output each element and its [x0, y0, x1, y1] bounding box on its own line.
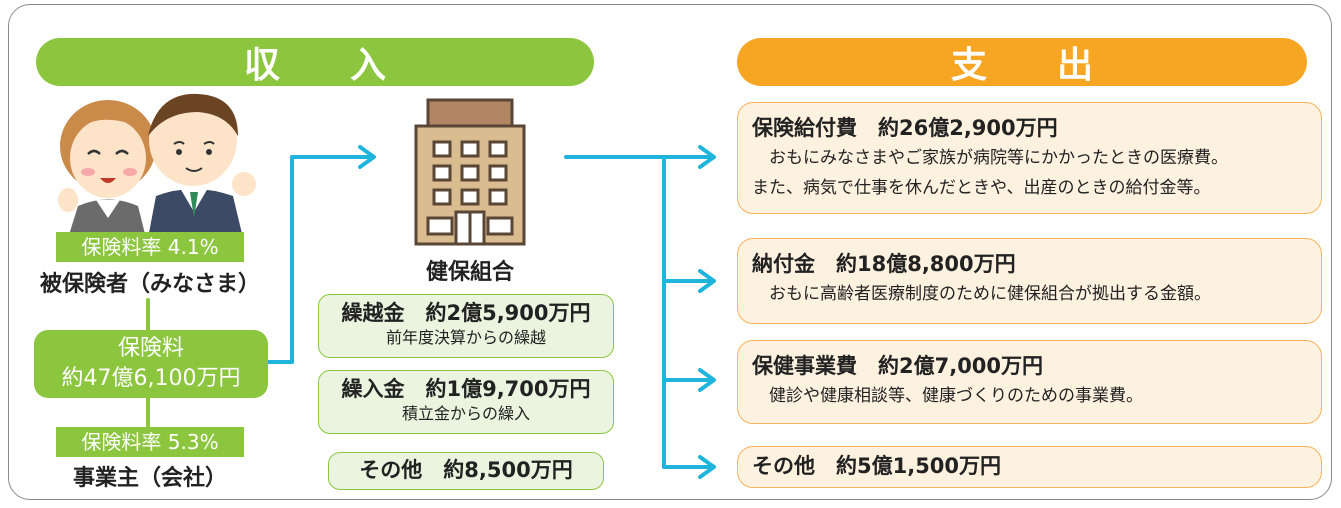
premium-amount: 約47億6,100万円 — [61, 366, 241, 391]
transfer-sub: 積立金からの繰入 — [401, 404, 530, 423]
carryover-title: 繰越金 約2億5,900万円 — [341, 301, 591, 325]
expense-other-box: その他 約5億1,500万円 — [737, 446, 1322, 488]
premium-label: 保険料 — [117, 336, 184, 361]
carryover-box: 繰越金 約2億5,900万円 前年度決算からの繰越 — [318, 294, 614, 358]
income-header: 収入 — [36, 38, 594, 86]
employer-rate-tag: 保険料率 5.3% — [56, 427, 244, 457]
levy-title: 納付金 約18億8,800万円 — [752, 252, 1016, 276]
employer-label: 事業主（会社） — [72, 466, 227, 491]
expense-health-box: 保健事業費 約2億7,000万円 健診や健康相談等、健康づくりのための事業費。 — [737, 340, 1322, 424]
woman-figure — [58, 100, 156, 238]
transfer-box: 繰入金 約1億9,700万円 積立金からの繰入 — [318, 370, 614, 434]
building-icon — [414, 98, 526, 246]
income-other-box: その他 約8,500万円 — [328, 452, 604, 490]
premium-to-building-line — [266, 155, 374, 364]
carryover-sub: 前年度決算からの繰越 — [385, 328, 546, 347]
arrow-icon — [358, 145, 376, 169]
arrow-icon — [698, 269, 716, 293]
transfer-title: 繰入金 約1億9,700万円 — [341, 377, 591, 401]
benefits-desc-2: また、病気で仕事を休んだときや、出産のときの給付金等。 — [752, 178, 1211, 198]
employee-rate-tag: 保険料率 4.1% — [56, 232, 244, 262]
arrow-icon — [698, 145, 716, 169]
expense-header-char-1: 支 — [950, 45, 987, 86]
levy-desc: おもに高齢者医療制度のために健保組合が拠出する金額。 — [769, 284, 1211, 304]
building-label: 健保組合 — [425, 260, 514, 285]
man-figure — [148, 93, 256, 238]
income-header-char-1: 収 — [243, 45, 280, 86]
premium-box: 保険料 約47億6,100万円 — [34, 330, 268, 398]
expense-benefits-box: 保険給付費 約26億2,900万円 おもにみなさまやご家族が病院等にかかったとき… — [737, 102, 1322, 214]
expense-other-title: その他 約5億1,500万円 — [752, 454, 1002, 478]
income-header-char-2: 入 — [350, 45, 387, 86]
expense-header: 支出 — [737, 38, 1307, 86]
benefits-desc-1: おもにみなさまやご家族が病院等にかかったときの医療費。 — [769, 148, 1228, 168]
expense-header-char-2: 出 — [1057, 45, 1094, 86]
people-illustration — [58, 93, 256, 238]
arrow-icon — [698, 368, 716, 392]
benefits-title: 保険給付費 約26億2,900万円 — [752, 116, 1058, 140]
income-other-title: その他 約8,500万円 — [359, 458, 573, 482]
diagram-frame — [8, 4, 1332, 500]
health-title: 保健事業費 約2億7,000万円 — [752, 354, 1044, 378]
expense-levy-box: 納付金 約18億8,800万円 おもに高齢者医療制度のために健保組合が拠出する金… — [737, 238, 1322, 324]
employee-label: 被保険者（みなさま） — [39, 272, 260, 297]
health-desc: 健診や健康相談等、健康づくりのための事業費。 — [769, 386, 1143, 406]
arrow-icon — [698, 455, 716, 479]
